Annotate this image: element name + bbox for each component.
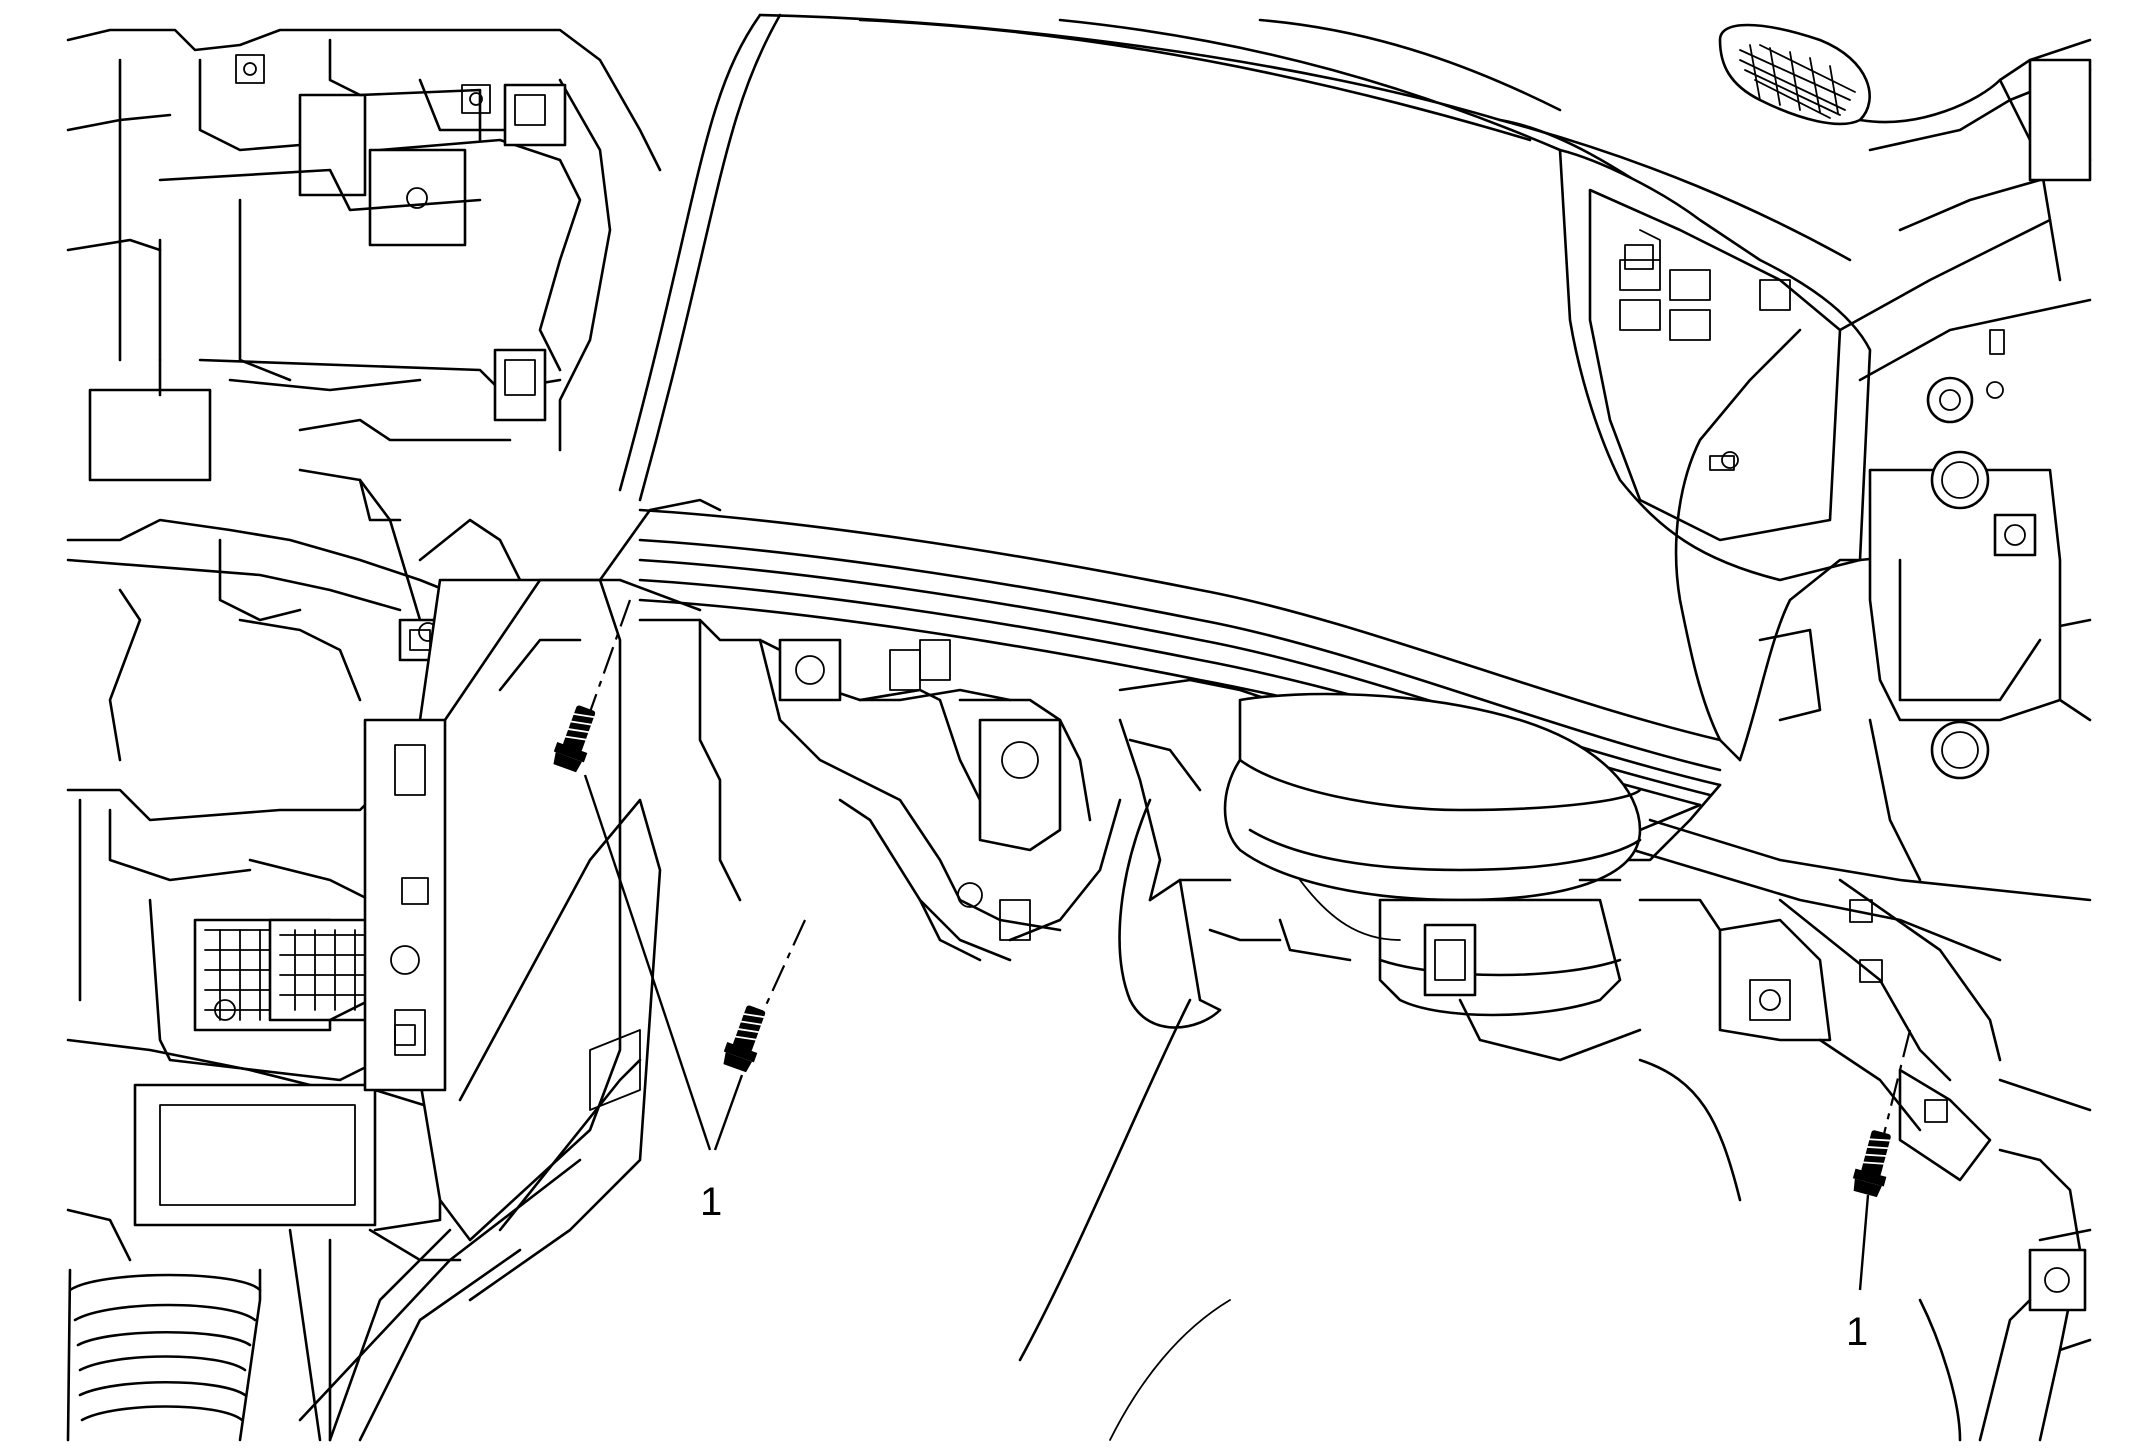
callout-label-1: 1 (700, 1180, 722, 1224)
bolt-icon (553, 705, 596, 773)
blower-motor-assembly (638, 618, 1722, 1062)
callout-label-1-right: 1 (1846, 1310, 1868, 1354)
bolt-icon (1852, 1130, 1891, 1198)
centre-stack-frame (1598, 23, 2092, 1442)
leader-lines (583, 774, 1870, 1291)
left-frame-structure (66, 28, 662, 1442)
floor-contours (1018, 798, 1962, 1442)
bolt-icon (723, 1005, 766, 1073)
